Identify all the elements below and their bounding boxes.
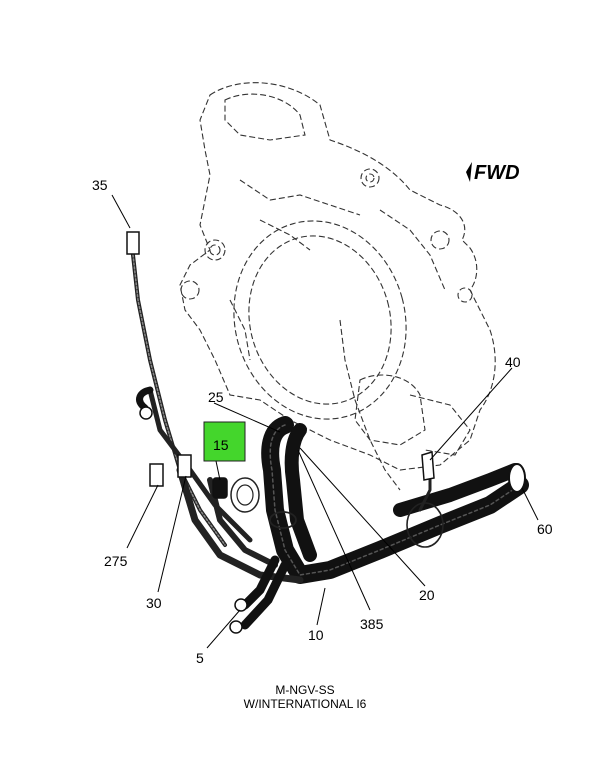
callout-25[interactable]: 25 bbox=[208, 389, 224, 405]
terminal-15 bbox=[212, 477, 228, 499]
callout-20[interactable]: 20 bbox=[419, 587, 435, 603]
ring-terminal-5b bbox=[229, 620, 243, 634]
connectors bbox=[126, 231, 435, 634]
ring-terminal-upper bbox=[139, 406, 153, 420]
connector-30 bbox=[177, 454, 192, 478]
harness-lower-bundle bbox=[176, 466, 304, 584]
diagram-caption: M-NGV-SS W/INTERNATIONAL I6 bbox=[0, 683, 610, 711]
caption-line-2: W/INTERNATIONAL I6 bbox=[243, 697, 367, 711]
callout-35[interactable]: 35 bbox=[92, 177, 108, 193]
caption-line-1: M-NGV-SS bbox=[275, 683, 335, 697]
cable-end-60 bbox=[508, 463, 526, 493]
connector-35 bbox=[126, 231, 140, 255]
fwd-label: FWD bbox=[474, 162, 520, 184]
ring-terminal-5a bbox=[234, 598, 248, 612]
callout-275[interactable]: 275 bbox=[104, 553, 128, 569]
terminal-40 bbox=[421, 451, 435, 481]
callout-15-highlight[interactable] bbox=[203, 421, 246, 462]
leader-lines bbox=[111, 194, 539, 649]
callout-385[interactable]: 385 bbox=[360, 616, 384, 632]
callout-40[interactable]: 40 bbox=[505, 354, 521, 370]
callout-5[interactable]: 5 bbox=[196, 650, 204, 666]
callout-60[interactable]: 60 bbox=[537, 521, 553, 537]
callout-30[interactable]: 30 bbox=[146, 595, 162, 611]
fwd-arrow-icon bbox=[466, 162, 472, 182]
callout-10[interactable]: 10 bbox=[308, 627, 324, 643]
connector-275 bbox=[149, 463, 164, 487]
flywheel-housing bbox=[179, 82, 496, 491]
callout-labels: 35 25 15 40 60 275 30 5 10 385 20 bbox=[92, 177, 553, 666]
fwd-indicator: FWD bbox=[466, 162, 520, 184]
callout-15[interactable]: 15 bbox=[213, 437, 229, 453]
